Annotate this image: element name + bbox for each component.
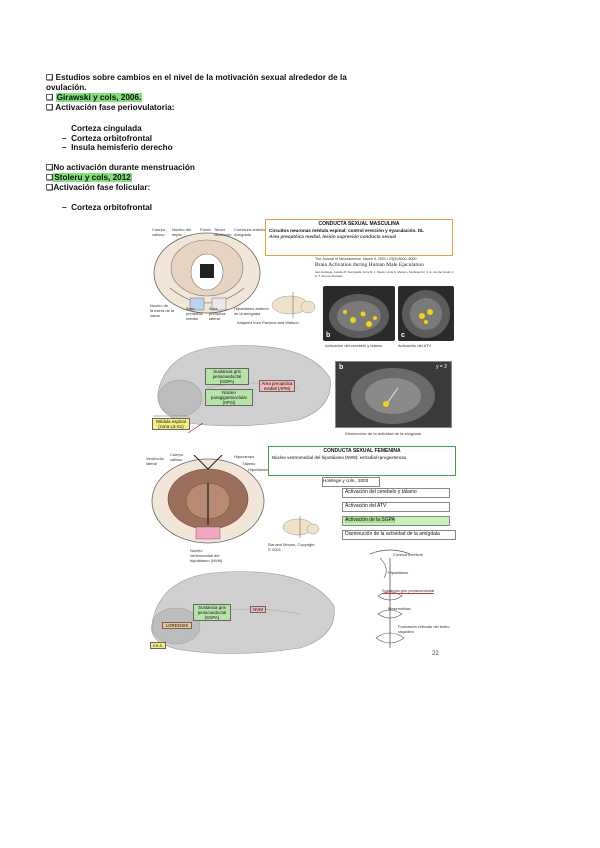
- rat-caption: Adapted from Paxinos and Watson: [237, 320, 299, 325]
- sagittal-brain-female: [151, 571, 335, 654]
- brain-tag: NVM: [250, 606, 266, 613]
- brain-tag: v.e.s.: [150, 642, 166, 649]
- spine-label: Mesencéfalo: [388, 606, 411, 611]
- spine-label: Formación reticular del bulbo raquídeo: [398, 624, 450, 634]
- reference-highlight: Girawski y cols, 2006.: [55, 93, 143, 102]
- male-title-box: CONDUCTA SEXUAL MASCULINA Circuitos neur…: [265, 219, 453, 256]
- rat-brain-icon: [282, 516, 320, 538]
- lordosis-schematic: [369, 549, 411, 648]
- fmri-caption-2: Activación del ATV: [398, 343, 432, 348]
- male-authors: Gert Holstege, Janniko R. Georgiadis, An…: [315, 270, 455, 278]
- female-item: Activación de la SGPA: [342, 516, 450, 526]
- coronal-brain-male: [153, 232, 261, 314]
- page-number: 22: [432, 651, 439, 657]
- sagittal-brain-male: [153, 345, 331, 433]
- spine-label: Corteza cerebral: [393, 552, 423, 557]
- brain-tag: Médula espinal (zona L5-S1): [152, 418, 190, 430]
- female-citation: Holstege y cols., 2003: [322, 477, 380, 487]
- coronal-brain-female: [151, 455, 265, 544]
- brain-label: Hipotálamo: [248, 467, 269, 472]
- brain-tag: LORDOSIS: [162, 622, 192, 629]
- female-item: Disminución de la actividad de la amígda…: [342, 530, 456, 540]
- list1-item: – Insula hemisferio derecho: [62, 143, 173, 152]
- female-line-1: Núcleo ventromedial del hipotálamo (NVM)…: [272, 455, 407, 460]
- brain-label: Fórnix: [200, 227, 212, 232]
- note-line-2: ovulación.: [46, 83, 87, 92]
- fmri-caption-3: Disminución de la actividad de la amígda…: [345, 431, 421, 436]
- rat-brain-icon: [271, 292, 316, 318]
- list1-item: – Corteza orbitofrontal: [62, 134, 153, 143]
- female-item: Activación del cerebelo y tálamo: [342, 488, 450, 498]
- spine-label: Hipotálamo: [388, 570, 409, 575]
- brain-tag: Núcleo paragigantocelular (nPGi): [205, 389, 253, 406]
- female-title-box: CONDUCTA SEXUAL FEMENINA Núcleo ventrome…: [268, 446, 456, 476]
- bullet: ❏: [46, 93, 56, 102]
- fmri-caption-1: Activación del cerebelo y tálamo: [325, 343, 383, 348]
- brain-tag: Área preoptóica medial (APM): [259, 380, 295, 392]
- male-line-2: Área preoptóica medial, lesión supresión…: [269, 234, 397, 239]
- spine-label: Sustancia gris periacueductal: [382, 588, 435, 594]
- fmri-panel-coronal: c: [398, 286, 454, 341]
- note-line-3: ❏ Girawski y cols, 2006.: [46, 93, 143, 103]
- male-paper-title: Brain Activation during Human Male Ejacu…: [315, 262, 424, 268]
- fmri-panel-amygdala: b y = 2: [335, 361, 452, 428]
- note-line-4: ❏ Activación fase periovulatoria:: [46, 103, 175, 112]
- note-line-6: ❏Stoleru y cols, 2012: [46, 173, 132, 182]
- brain-tag: Sustancia gris periacueductal (SGPA): [193, 604, 231, 621]
- reference-highlight: Stoleru y cols, 2012: [53, 173, 132, 182]
- male-title: CONDUCTA SEXUAL MASCULINA: [318, 221, 400, 227]
- brain-label: Tálamo: [242, 461, 256, 466]
- brain-label: Hipocampo: [234, 454, 255, 459]
- male-line-1: Circuitos neuronas médula espinal: contr…: [269, 228, 424, 233]
- brain-tag: Sustancia gris periacueductal (SGPA): [205, 368, 249, 385]
- male-citation: The Journal of Neuroscience, March 5, 20…: [315, 257, 417, 261]
- list1-item: Corteza cingulada: [71, 124, 142, 133]
- female-title: CONDUCTA SEXUAL FEMENINA: [323, 448, 401, 454]
- note-line-5: ❏No activación durante menstruación: [46, 163, 195, 172]
- female-item: Activación del ATV: [342, 502, 450, 512]
- rat-caption-female: Rat and Mouse, Copyright © 2001: [268, 542, 315, 552]
- fmri-panel-sagittal: b: [323, 286, 395, 341]
- note-line-1: ❏ Estudios sobre cambios en el nivel de …: [46, 73, 347, 82]
- list2-item: – Corteza orbitofrontal: [62, 203, 153, 212]
- note-line-7: ❏Activación fase folicular:: [46, 183, 151, 192]
